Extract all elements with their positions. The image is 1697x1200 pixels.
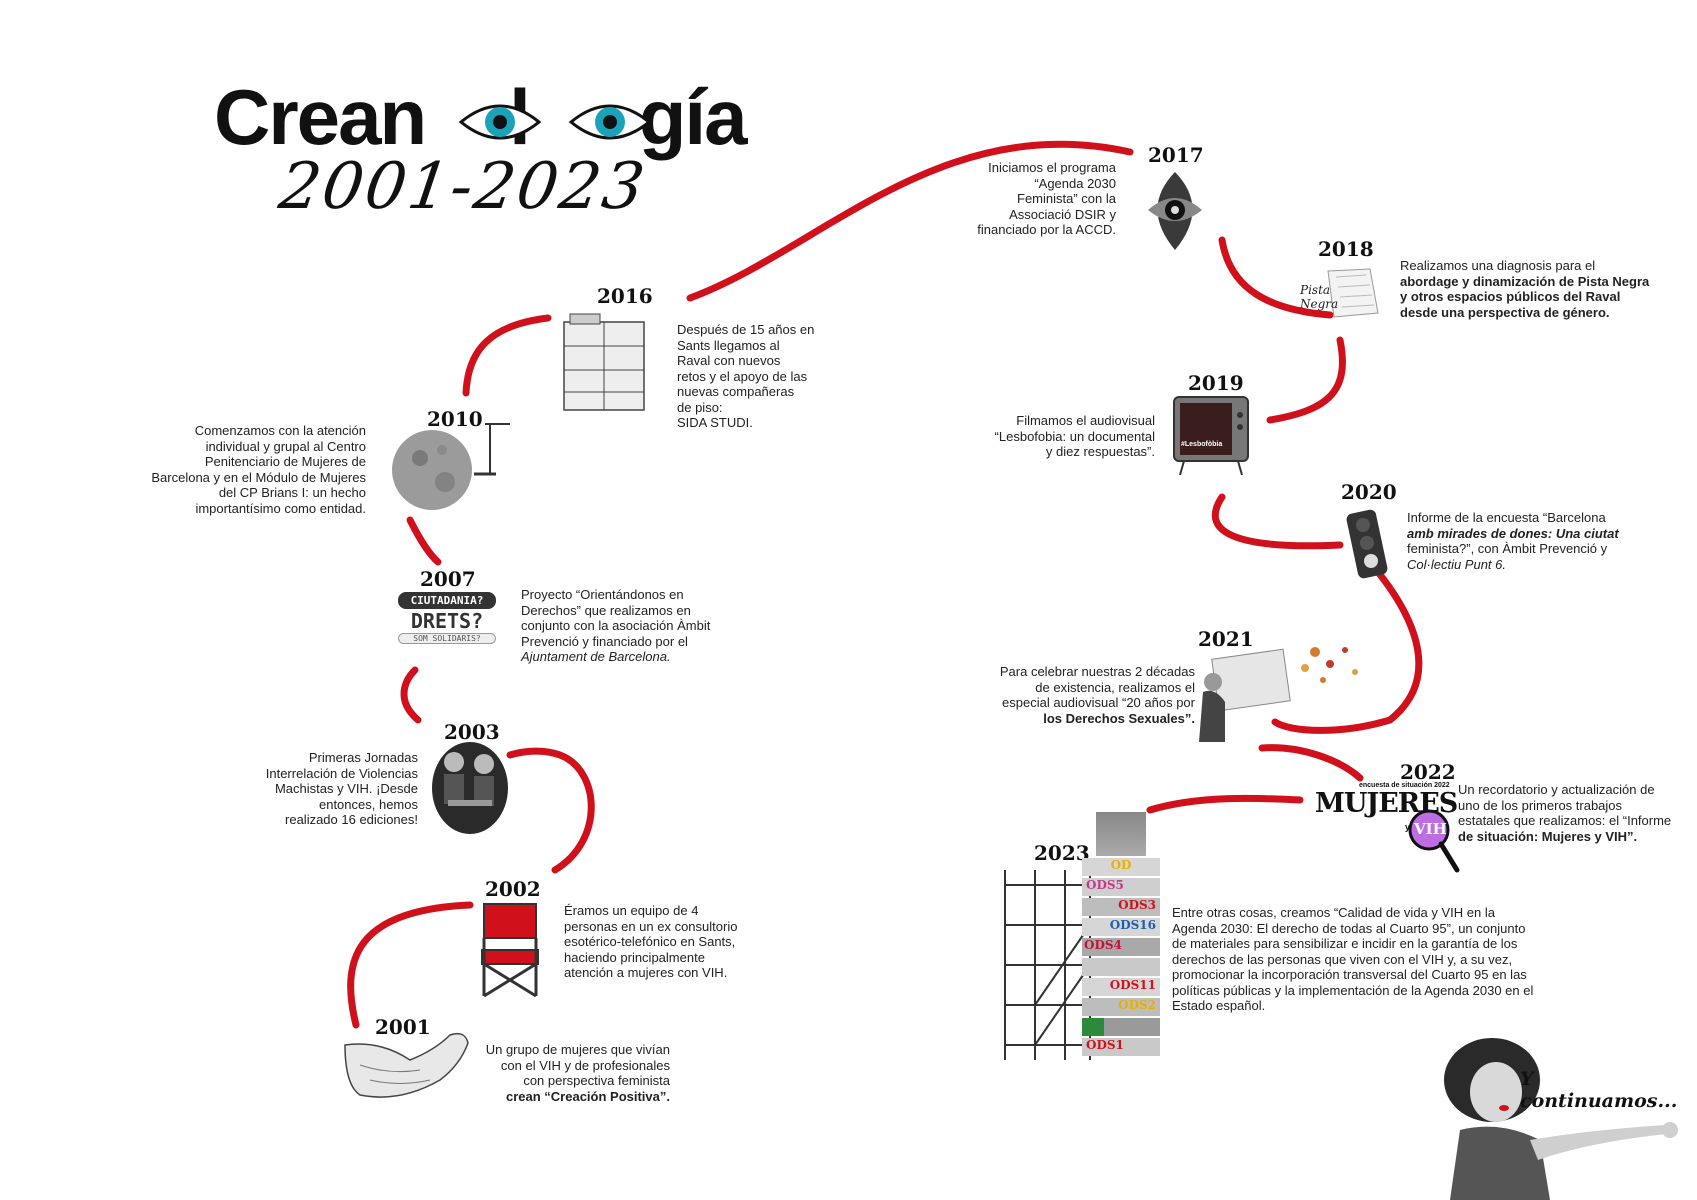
survey-vih-label: VIH (1414, 820, 1447, 838)
survey-small-label: encuesta de situación 2022 (1359, 782, 1450, 789)
pista-negra-label: Pista Negra (1300, 283, 1339, 311)
pointing-woman-icon (1444, 1038, 1678, 1200)
event-2019-text: Filmamos el audiovisual“Lesbofobia: un d… (994, 413, 1155, 459)
survey-y-label: y (1405, 822, 1411, 832)
ods-block-5: ODS4 (1082, 938, 1160, 956)
woman-newspaper-icon (1199, 647, 1358, 742)
map-sketch-icon (1327, 268, 1379, 318)
page-title: Creanlgía (214, 72, 748, 163)
ods-block-6: ODS11 (1082, 978, 1160, 996)
year-2021: 2021 (1198, 627, 1254, 651)
eyes-icon (458, 104, 652, 140)
jenga-green-block (1082, 1018, 1160, 1036)
page-subtitle: 2001-2023 (274, 150, 651, 224)
pista-negra-map: Pista Negra (1300, 265, 1395, 320)
ods-block-1: OD (1082, 858, 1160, 876)
eye-emblem-icon (1148, 172, 1202, 250)
tv-icon (1173, 396, 1249, 476)
year-2017: 2017 (1148, 143, 1204, 167)
som-solidaris-label: SOM SOLIDARIS? (398, 633, 496, 644)
women-photo-icon (432, 742, 508, 834)
moon-diver-icon (392, 423, 510, 510)
closing-text: Y continuamos... (1520, 1068, 1678, 1112)
jenga-plain-block (1082, 958, 1160, 976)
tv-illustration: #Lesbofòbia (1172, 395, 1250, 477)
chair-illustration-icon (481, 903, 539, 998)
year-2019: 2019 (1188, 371, 1244, 395)
drets-label: DRETS? (410, 609, 484, 633)
year-2001: 2001 (375, 1015, 431, 1039)
year-2010: 2010 (427, 407, 483, 431)
year-2016: 2016 (597, 284, 653, 308)
year-2002: 2002 (485, 877, 541, 901)
year-2023: 2023 (1034, 841, 1090, 865)
ods-block-8: ODS1 (1082, 1038, 1160, 1056)
ods-block-3: ODS3 (1082, 898, 1160, 916)
year-2020: 2020 (1341, 480, 1397, 504)
foot-illustration-icon (344, 1032, 469, 1098)
tv-label: #Lesbofòbia (1181, 441, 1223, 448)
scaffold-icon (1004, 870, 1091, 1060)
title-part-3: gía (638, 73, 748, 161)
ods-block-4: ODS16 (1082, 918, 1160, 936)
year-2018: 2018 (1318, 237, 1374, 261)
rights-sketch: CIUTADANIA? DRETS? SOM SOLIDARIS? (398, 592, 496, 644)
building-sketch-icon (563, 313, 645, 411)
title-part-1: Crean (214, 73, 427, 161)
year-2022: 2022 (1400, 760, 1456, 784)
magnifier-icon (1408, 809, 1460, 873)
traffic-light-icon (1346, 509, 1388, 579)
jenga-top-block (1096, 812, 1146, 856)
survey-logo: encuesta de situación 2022 MUJERES y VIH (1315, 782, 1460, 882)
ods-block-2: ODS5 (1082, 878, 1160, 896)
ciutadania-label: CIUTADANIA? (398, 592, 496, 609)
event-2023-text: Entre otras cosas, creamos “Calidad de v… (1172, 905, 1534, 1013)
year-2003: 2003 (444, 720, 500, 744)
ods-jenga-tower: OD ODS5 ODS3 ODS16 ODS4 ODS11 ODS2 ODS1 (1082, 812, 1160, 1058)
ods-block-7: ODS2 (1082, 998, 1160, 1016)
year-2007: 2007 (420, 567, 476, 591)
